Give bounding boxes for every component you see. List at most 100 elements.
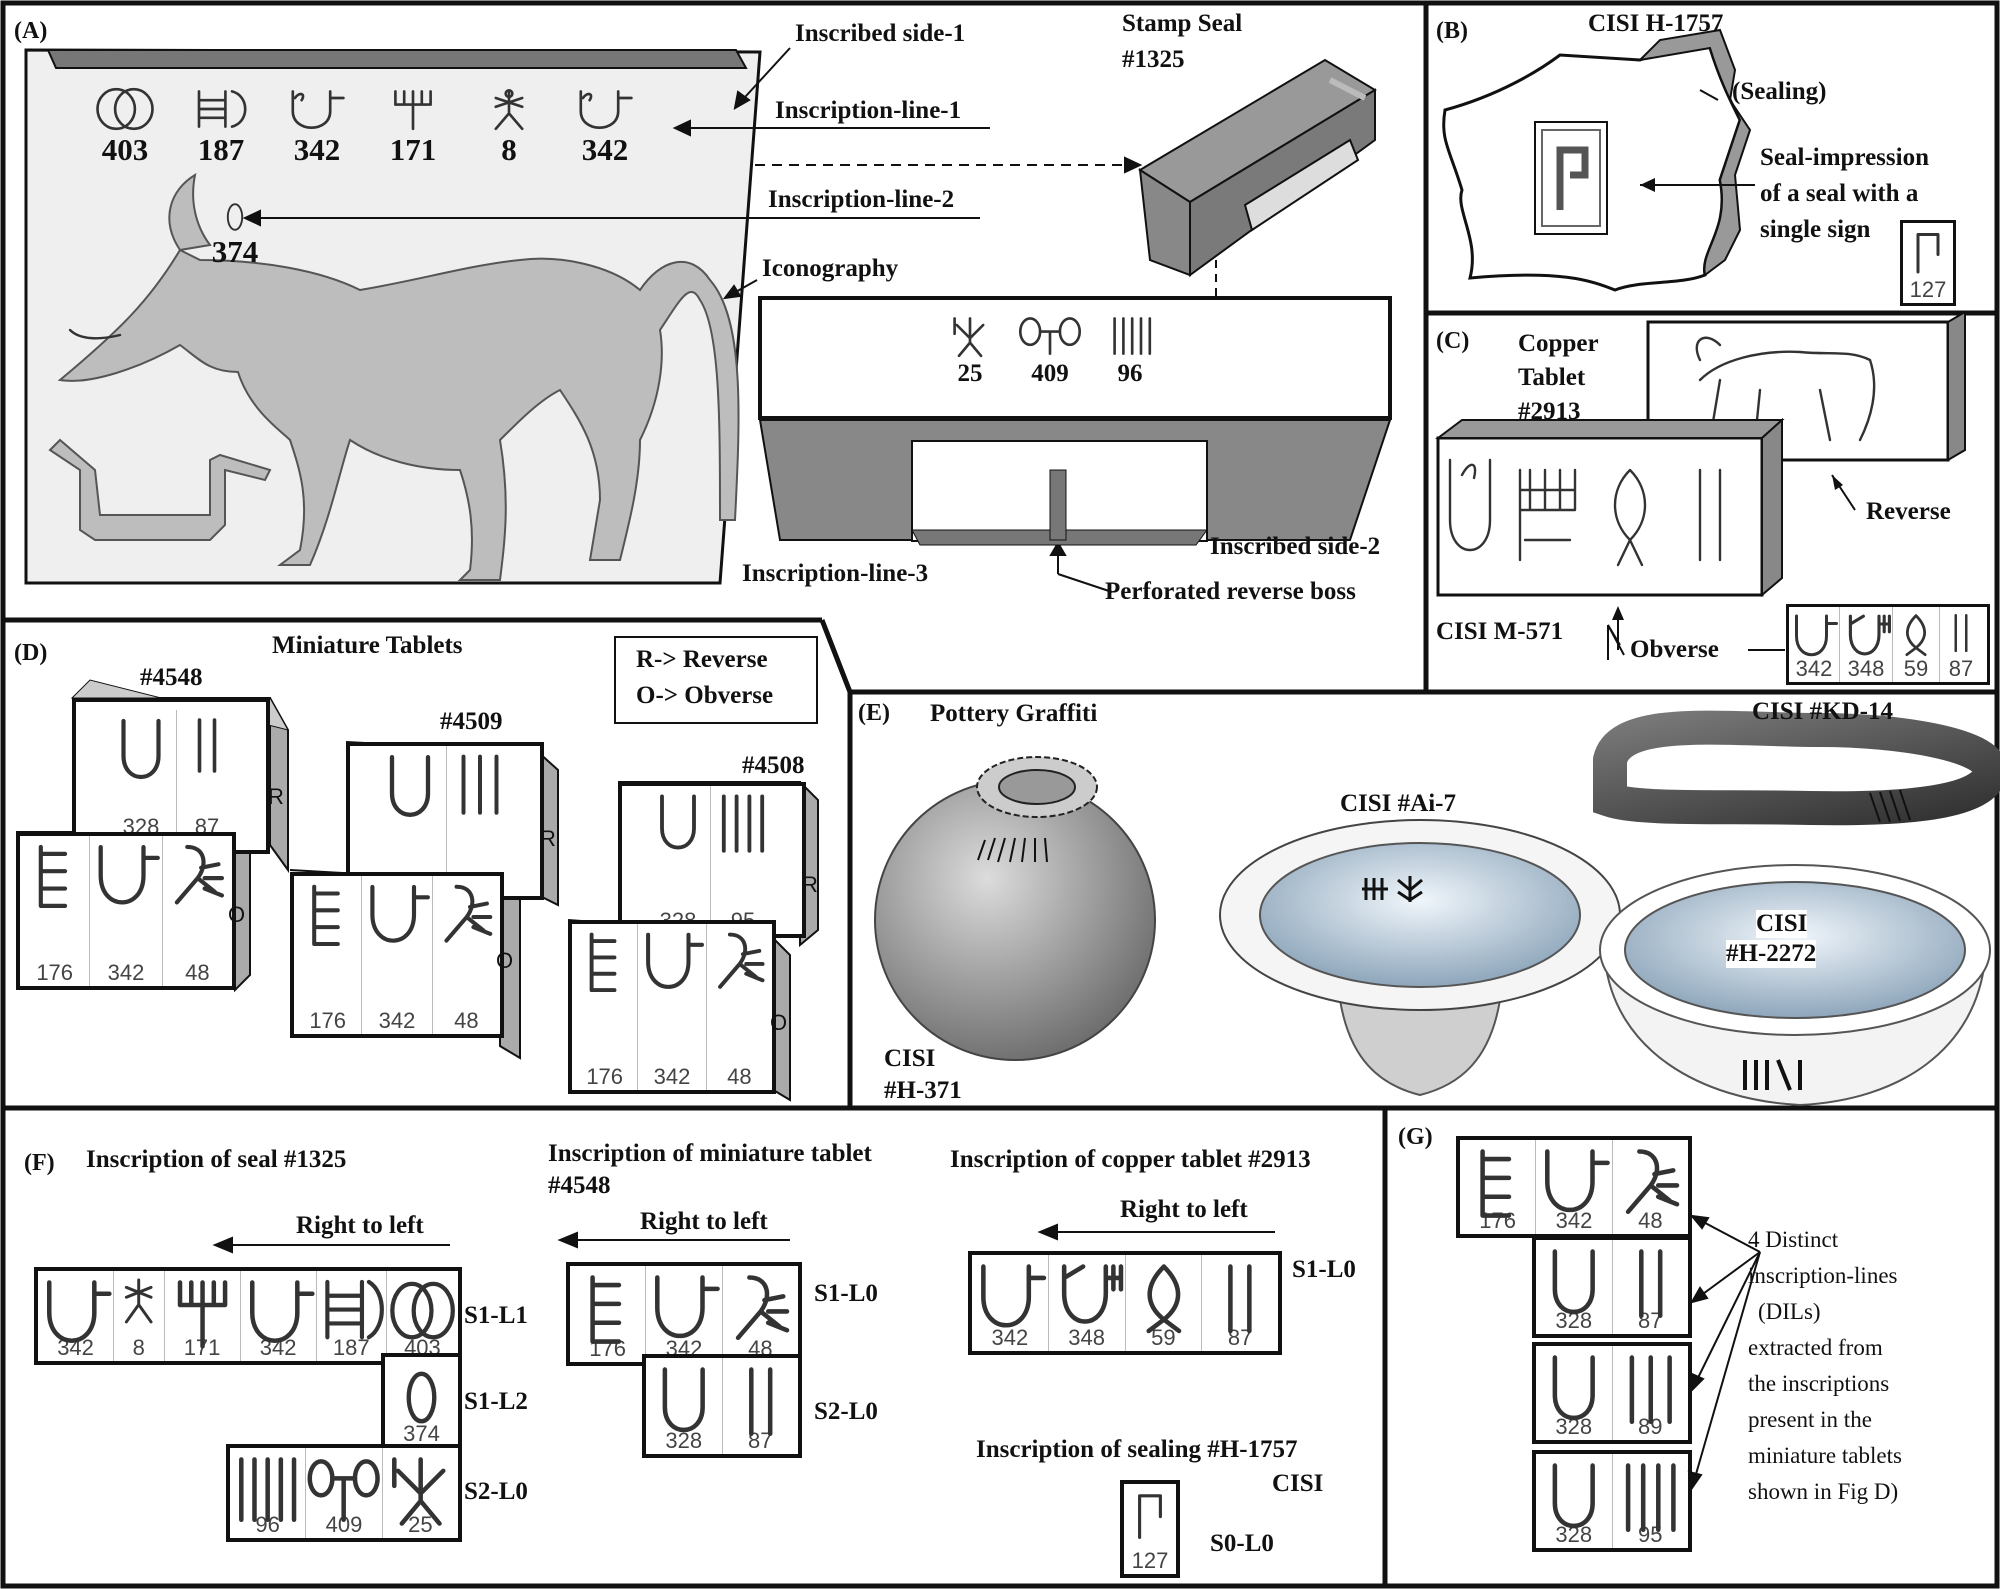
sign-number: 409 [325,1512,363,1537]
ring-kd14 [1593,710,2000,826]
sign-number: 374 [403,1421,440,1446]
sealing-inscription-title-1: Inscription of sealing #H-1757 [976,1436,1298,1463]
glyph [390,1281,455,1340]
side-marker-o: O [770,1010,788,1035]
sign-342: 342 [362,876,433,1034]
sign-number: 87 [1227,1325,1253,1350]
panel-e-letter: (E) [858,700,890,726]
dil-2: 328 87 [1532,1236,1692,1338]
label-perforated-boss: Perforated reverse boss [1105,578,1356,605]
glyph [1145,1264,1181,1334]
sign-number: 374 [211,234,259,269]
sign-342: 342 [241,1271,317,1361]
stamp-seal-title: Stamp Seal [1122,10,1243,37]
desc-line: 4 Distinct [1748,1227,1839,1252]
sign-176: 176 [1460,1140,1537,1234]
label-mini-s1-l0: S1-L0 [814,1280,878,1307]
sign-8: 8 [464,86,554,176]
sign-number: 48 [185,960,210,985]
glyph [1625,1463,1676,1532]
inscribed-side-2-signs: 25 409 96 [940,312,1160,407]
panel-c-letter: (C) [1436,328,1470,354]
glyph [1480,1149,1512,1218]
sign-171: 171 [165,1271,241,1361]
sign-number: 59 [1151,1325,1176,1350]
label-inscribed-side-1: Inscribed side-1 [795,20,966,47]
sign-number: 87 [748,1428,773,1453]
label-ai7: CISI #Ai-7 [1340,790,1456,817]
sign-374: 374 [200,200,270,270]
side-marker-o: O [228,902,246,927]
legend-reverse: R-> Reverse [636,646,768,673]
label-reverse: Reverse [1866,498,1951,525]
sign-342: 342 [1789,607,1840,682]
legend-box: R-> Reverse O-> Obverse [614,636,818,724]
sign-number: 348 [1847,656,1885,681]
sign-box-127: 127 [1900,220,1956,306]
sign-number: 342 [653,1064,691,1089]
legend-obverse: O-> Obverse [636,682,774,709]
sign-25: 25 [383,1448,458,1538]
sign-409: 409 [1010,312,1090,407]
sign-95: 95 [1613,1454,1689,1548]
glyph [121,718,161,780]
label-copper-s1-l0: S1-L0 [1292,1256,1356,1283]
mini-inscription-title-1: Inscription of miniature tablet [548,1140,872,1167]
sign-number: 342 [581,132,629,167]
sign-87: 87 [1940,607,1982,682]
dil-4: 328 95 [1532,1450,1692,1552]
desc-line: inscription-lines [1748,1263,1898,1288]
glyph [589,932,617,993]
glyph [660,794,696,850]
glyph [47,1280,112,1343]
label-s1-l2: S1-L2 [464,1388,528,1415]
label-s2-l0: S2-L0 [464,1478,528,1505]
copper-inscription-title: Inscription of copper tablet #2913 [950,1146,1311,1173]
tablet-4548-obverse: 176 342 48 [16,832,236,990]
glyph [370,884,431,943]
glyph [124,1278,153,1324]
seal-line-s1-l2: 374 [381,1353,462,1451]
sign-374: 374 [385,1357,458,1447]
label-obverse: Obverse [1630,636,1719,663]
glyph [1905,614,1927,657]
side-marker-r: R [268,784,284,809]
desc-line: present in the [1748,1407,1872,1432]
sign-number: 342 [991,1325,1029,1350]
sign-87: 87 [1202,1255,1278,1351]
sign-342: 342 [38,1271,115,1361]
sign-87: 87 [1613,1240,1689,1334]
glyph [590,1275,622,1344]
desc-line: shown in Fig D) [1748,1479,1899,1504]
tablet-id-4548: #4548 [140,664,203,691]
panel-f-letter: (F) [24,1150,55,1176]
side-marker-r: R [802,872,818,897]
label-inscription-line-2: Inscription-line-2 [768,186,955,213]
panel-a-letter: (A) [14,18,48,44]
sign-number: 328 [1555,1522,1593,1547]
glyph [1954,613,1968,653]
side-marker-r: R [540,826,556,851]
sign-number: 48 [727,1064,752,1089]
sealing-inscription-title-2: CISI [1272,1470,1324,1497]
label-impression-2: of a seal with a [1760,180,1919,207]
seal-rtl-label: Right to left [296,1212,424,1239]
tablet-4509-obverse: 176 342 48 [290,872,504,1038]
sign-number: 342 [107,960,145,985]
label-inscription-line-1: Inscription-line-1 [775,97,962,124]
sign-number: 176 [36,960,74,985]
copper-line-s1: 342 348 59 87 [968,1251,1282,1355]
glyph [1552,1249,1595,1315]
sign-number: 171 [389,132,437,167]
glyph [406,1371,437,1424]
sign-number: 342 [1795,656,1833,681]
glyph [307,1459,381,1523]
sign-number: 127 [1909,277,1947,302]
glyph [239,1457,297,1523]
sign-187: 187 [176,86,266,176]
sign-number: 328 [1555,1414,1593,1439]
jar-h371 [874,756,1156,1061]
